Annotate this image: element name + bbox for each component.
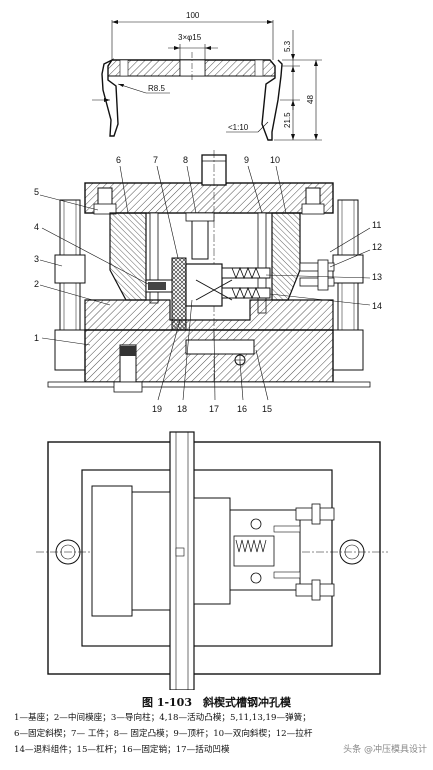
dim-width: 100 xyxy=(186,11,200,20)
callout-18: 18 xyxy=(177,404,187,414)
part-drawing: 100 3×φ15 R8.5 5.3 48 xyxy=(92,11,322,141)
callout-5: 5 xyxy=(34,187,39,197)
legend-line-3-row: 14—退料组件；15—杠杆；16—固定销；17—括动凹模 头条 @冲压模具设计 xyxy=(14,742,433,758)
callout-9: 9 xyxy=(244,155,249,165)
dim-radius: R8.5 xyxy=(148,84,165,93)
die-section xyxy=(47,150,371,393)
callouts: 6 7 8 9 10 5 4 3 2 1 11 12 13 14 19 18 1… xyxy=(34,155,382,414)
caption-legend: 1—基座；2—中间模座；3—导向柱；4,18—活动凸模；5,11,13,19—弹… xyxy=(0,710,433,758)
callout-12: 12 xyxy=(372,242,382,252)
dim-height: 48 xyxy=(306,95,315,104)
callout-17: 17 xyxy=(209,404,219,414)
dim-flange: 21.5 xyxy=(283,112,292,128)
legend-line-2: 6—固定斜楔；7— 工件；8— 固定凸模；9—顶杆；10—双向斜楔；12—拉杆 xyxy=(14,729,313,739)
dim-holes: 3×φ15 xyxy=(178,33,202,42)
callout-4: 4 xyxy=(34,222,39,232)
callout-3: 3 xyxy=(34,254,39,264)
callout-6: 6 xyxy=(116,155,121,165)
callout-8: 8 xyxy=(183,155,188,165)
legend-line-1: 1—基座；2—中间模座；3—导向柱；4,18—活动凸模；5,11,13,19—弹… xyxy=(14,713,311,723)
legend-line-3: 14—退料组件；15—杠杆；16—固定销；17—括动凹模 xyxy=(14,745,230,755)
dim-thickness: 5.3 xyxy=(283,40,292,52)
caption-title: 图 1-103 斜楔式槽钢冲孔模 xyxy=(141,696,291,709)
watermark: 头条 @冲压模具设计 xyxy=(343,745,427,755)
dim-taper: <1:10 xyxy=(228,123,249,132)
callout-15: 15 xyxy=(262,404,272,414)
callout-2: 2 xyxy=(34,279,39,289)
die-drawing: 100 3×φ15 R8.5 5.3 48 xyxy=(34,11,388,690)
callout-10: 10 xyxy=(270,155,280,165)
callout-16: 16 xyxy=(237,404,247,414)
figure-caption: 图 1-103 斜楔式槽钢冲孔模 1—基座；2—中间模座；3—导向柱；4,18—… xyxy=(0,692,433,770)
callout-1: 1 xyxy=(34,333,39,343)
callout-14: 14 xyxy=(372,301,382,311)
callout-7: 7 xyxy=(153,155,158,165)
callout-19: 19 xyxy=(152,404,162,414)
callout-13: 13 xyxy=(372,272,382,282)
plan-view xyxy=(36,431,388,690)
callout-11: 11 xyxy=(372,220,381,230)
